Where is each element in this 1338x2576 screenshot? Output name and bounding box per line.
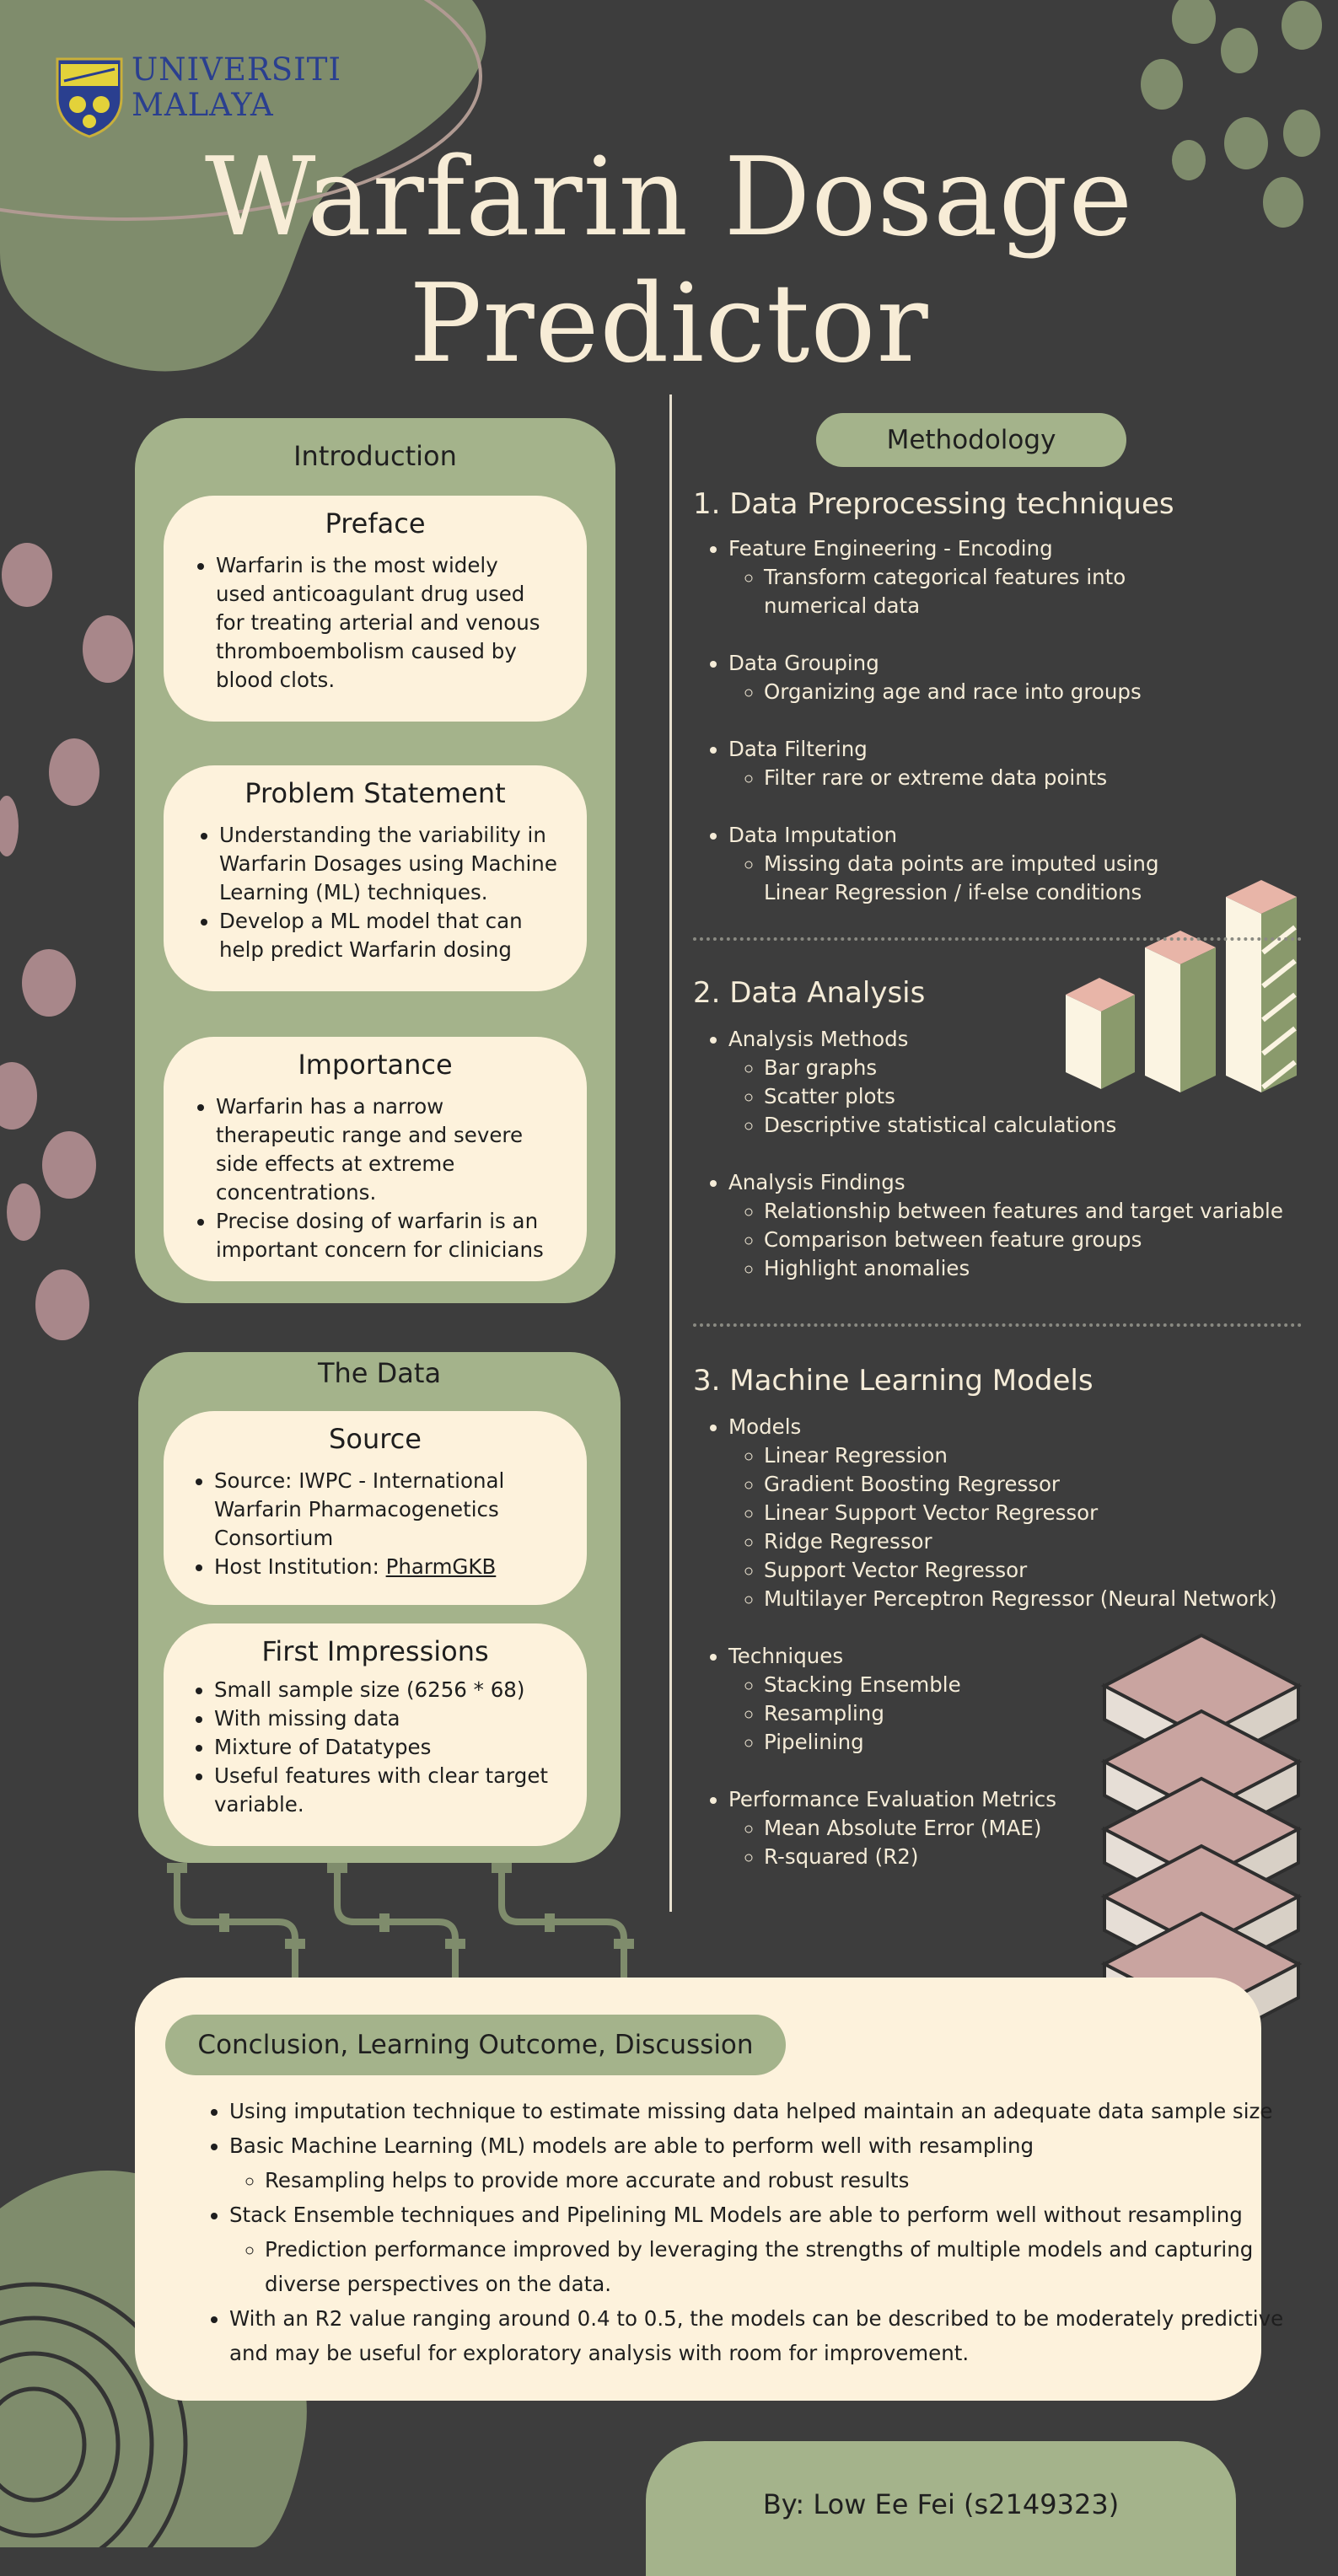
list-item: Stack Ensemble techniques and Pipelining… [229,2198,1292,2301]
conclusion-title: Conclusion, Learning Outcome, Discussion [165,2015,786,2075]
list-item: Descriptive statistical calculations [764,1111,1317,1140]
preface-title: Preface [325,507,426,539]
methodology-title: Methodology [816,413,1126,467]
first-impressions-title: First Impressions [261,1635,489,1667]
list-item: Organizing age and race into groups [764,678,1317,706]
pipes-decoration [174,1863,627,1978]
list-item: Performance Evaluation Metrics [728,1785,1317,1814]
list-item: Analysis Findings [728,1168,1317,1197]
author-footer: By: Low Ee Fei (s2149323) [646,2441,1236,2576]
author-name: By: Low Ee Fei (s2149323) [762,2488,1120,2520]
title-line-1: Warfarin Dosage [204,135,1134,260]
section-divider [693,937,1302,941]
list-item: Multilayer Perceptron Regressor (Neural … [764,1585,1317,1613]
section-divider [693,1323,1302,1327]
source-card: Source Source: IWPC - International Warf… [164,1411,587,1605]
section-3-list: Models Linear Regression Gradient Boosti… [693,1413,1317,1900]
list-item: Warfarin is the most widely used anticoa… [216,551,553,695]
list-item: With missing data [214,1704,553,1733]
source-title: Source [329,1423,422,1455]
list-item: Data Imputation [728,821,1317,850]
list-item: Warfarin has a narrow therapeutic range … [216,1092,562,1207]
section-1-list: Feature Engineering - Encoding Transform… [693,534,1317,936]
pipe-joints [167,1863,634,1949]
section-3-heading: 3. Machine Learning Models [693,1364,1094,1398]
list-item: Useful features with clear target variab… [214,1762,553,1819]
list-item: Resampling [764,1699,1317,1728]
list-item: Analysis Methods [728,1025,1317,1054]
list-item: Mixture of Datatypes [214,1733,553,1762]
top-right-dots [1141,0,1322,228]
list-item-text: Basic Machine Learning (ML) models are a… [229,2133,1034,2158]
list-item: Prediction performance improved by lever… [265,2232,1292,2301]
problem-statement-title: Problem Statement [244,777,506,809]
logo-line-1: UNIVERSITI [132,51,342,88]
list-item: Using imputation technique to estimate m… [229,2094,1292,2128]
crest-icon [56,57,123,138]
list-item: Feature Engineering - Encoding [728,534,1317,563]
list-item: Techniques [728,1642,1317,1671]
problem-statement-card: Problem Statement Understanding the vari… [164,765,587,991]
list-item: Highlight anomalies [764,1254,1317,1283]
section-1-heading: 1. Data Preprocessing techniques [693,487,1174,521]
list-item: Data Grouping [728,649,1317,678]
list-item: Comparison between feature groups [764,1226,1317,1254]
list-item: Basic Machine Learning (ML) models are a… [229,2128,1292,2198]
importance-title: Importance [298,1049,453,1081]
host-label: Host Institution: [214,1554,386,1579]
list-item: Missing data points are imputed using Li… [764,850,1317,907]
list-item: Scatter plots [764,1082,1317,1111]
list-item: With an R2 value ranging around 0.4 to 0… [229,2301,1292,2370]
list-item: Develop a ML model that can help predict… [219,907,562,964]
list-item: Understanding the variability in Warfari… [219,821,562,907]
list-item: Bar graphs [764,1054,1317,1082]
bar-chart-illustration [1066,880,1297,1092]
page-title: Warfarin Dosage Predictor [0,135,1338,388]
list-item: Ridge Regressor [764,1527,1317,1556]
data-panel: The Data Source Source: IWPC - Internati… [138,1352,621,1863]
list-item: Transform categorical features into nume… [764,563,1317,620]
list-item: Linear Support Vector Regressor [764,1499,1317,1527]
logo-line-2: MALAYA [132,87,274,123]
list-item: Small sample size (6256 * 68) [214,1676,553,1704]
section-2-heading: 2. Data Analysis [693,976,926,1010]
list-item: Models [728,1413,1317,1441]
list-item: Host Institution: PharmGKB [214,1553,553,1581]
list-item: Resampling helps to provide more accurat… [265,2163,1292,2198]
importance-card: Importance Warfarin has a narrow therape… [164,1037,587,1281]
pharmgkb-link[interactable]: PharmGKB [385,1554,497,1579]
list-item: Gradient Boosting Regressor [764,1470,1317,1499]
conclusion-card: Conclusion, Learning Outcome, Discussion… [135,1978,1283,2401]
list-item-text: Stack Ensemble techniques and Pipelining… [229,2203,1243,2227]
list-item: Source: IWPC - International Warfarin Ph… [214,1467,553,1553]
list-item: Linear Regression [764,1441,1317,1470]
list-item: Filter rare or extreme data points [764,764,1317,792]
list-item: Precise dosing of warfarin is an importa… [216,1207,562,1264]
list-item: Mean Absolute Error (MAE) [764,1814,1317,1843]
list-item: Stacking Ensemble [764,1671,1317,1699]
list-item: R-squared (R2) [764,1843,1317,1871]
left-rose-dots [0,543,133,1340]
preface-card: Preface Warfarin is the most widely used… [164,496,587,722]
list-item: Support Vector Regressor [764,1556,1317,1585]
top-left-ring [0,0,482,221]
introduction-panel: Introduction Preface Warfarin is the mos… [135,418,615,1303]
first-impressions-card: First Impressions Small sample size (625… [164,1623,587,1846]
bottom-left-rings [0,2282,188,2547]
vertical-divider [669,394,672,1912]
introduction-title: Introduction [293,440,457,472]
title-line-2: Predictor [409,261,929,387]
university-logo: UNIVERSITI MALAYA [54,52,349,145]
list-item: Pipelining [764,1728,1317,1757]
section-2-list: Analysis Methods Bar graphs Scatter plot… [693,1025,1317,1312]
list-item: Relationship between features and target… [764,1197,1317,1226]
list-item: Data Filtering [728,735,1317,764]
data-title: The Data [317,1357,442,1389]
